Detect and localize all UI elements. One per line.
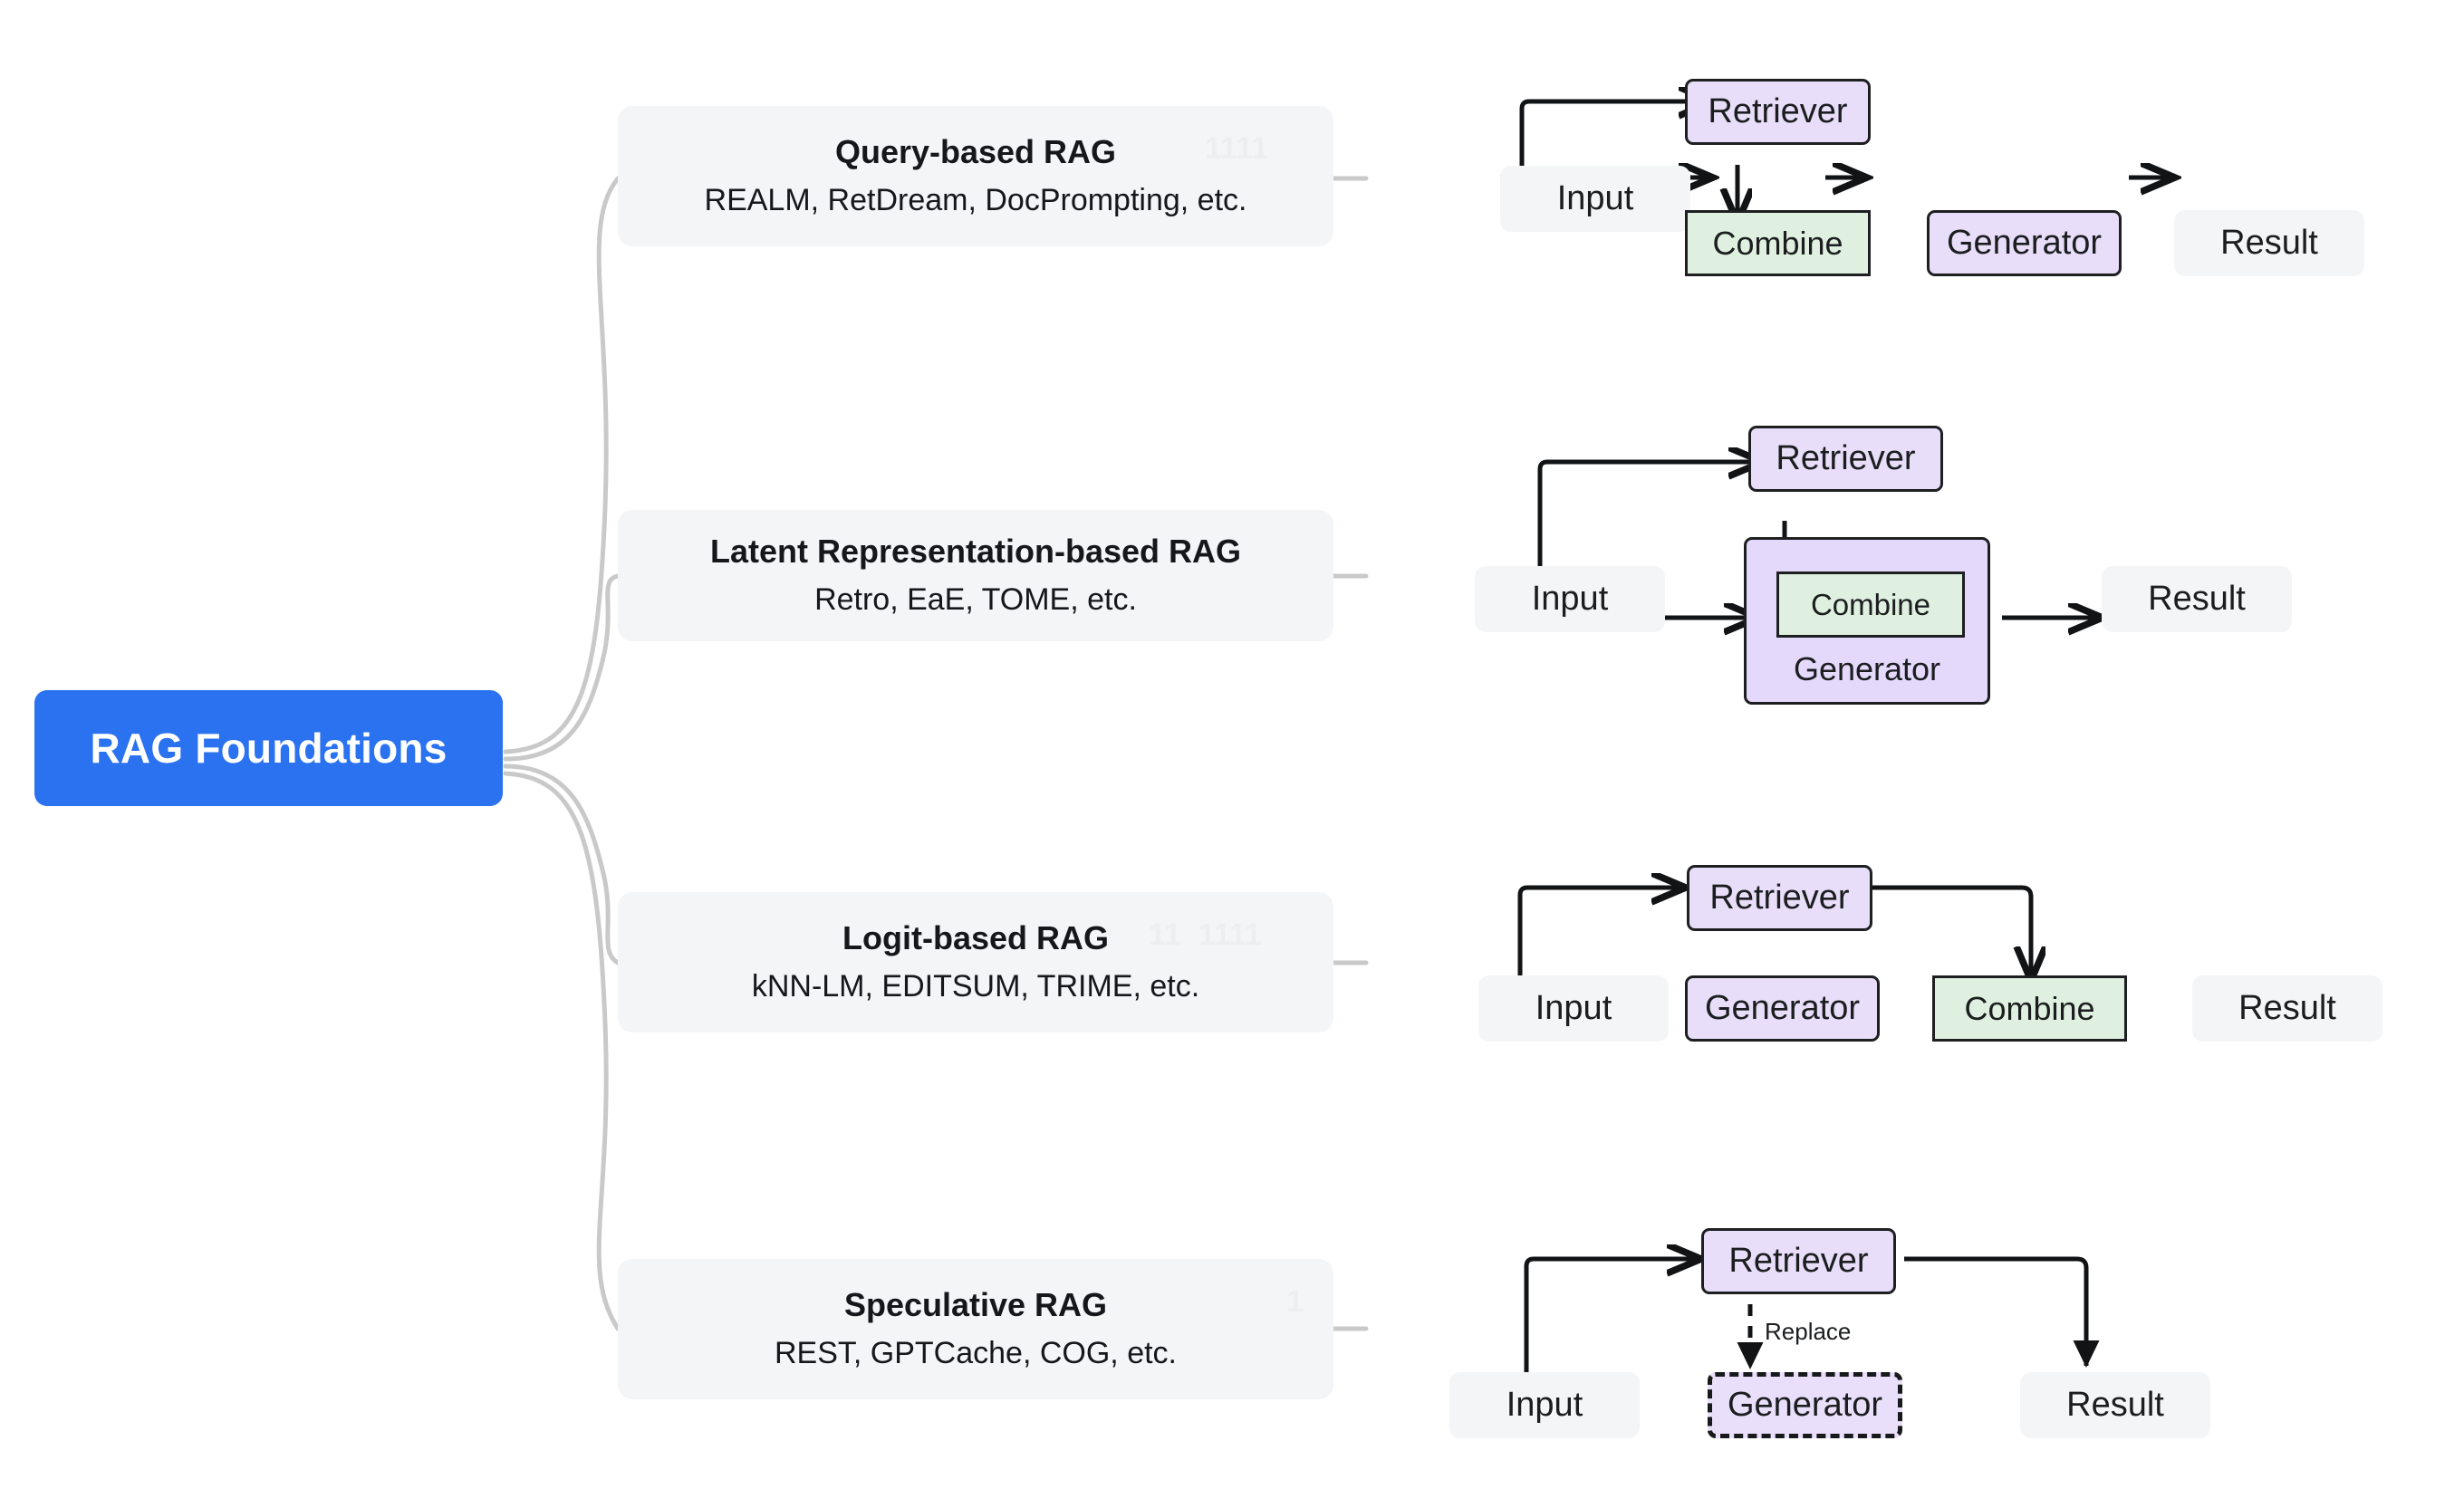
flow-node-generator[interactable]: Generator [1685,975,1880,1042]
flow-node-input[interactable]: Input [1449,1372,1640,1438]
branch-card-speculative-rag[interactable]: Speculative RAG REST, GPTCache, COG, etc… [618,1259,1333,1399]
flow-node-retriever[interactable]: Retriever [1687,865,1872,931]
flow-node-retriever[interactable]: Retriever [1701,1228,1896,1294]
flow-node-generator[interactable]: Generator [1708,1372,1902,1438]
branch-title: Query-based RAG [834,132,1117,170]
branch-subtitle: Retro, EaE, TOME, etc. [814,581,1137,617]
branch-card-query-based-rag[interactable]: Query-based RAG REALM, RetDream, DocProm… [618,106,1333,246]
flow-node-input[interactable]: Input [1478,975,1669,1042]
branch-title: Latent Representation-based RAG [709,532,1242,570]
flow-node-combine[interactable]: Combine [1776,572,1965,638]
flow-node-combine[interactable]: Combine [1685,210,1871,276]
branch-subtitle: REALM, RetDream, DocPrompting, etc. [704,182,1247,217]
branch-subtitle: REST, GPTCache, COG, etc. [774,1335,1177,1370]
root-node-label: RAG Foundations [90,725,448,772]
branch-title: Logit-based RAG [842,918,1109,956]
flow-node-generator-container[interactable]: Combine Generator [1744,537,1990,705]
flow-node-generator[interactable]: Generator [1927,210,2122,276]
flow-node-input[interactable]: Input [1500,166,1690,232]
branch-subtitle: kNN-LM, EDITSUM, TRIME, etc. [751,968,1200,1004]
flow-node-retriever[interactable]: Retriever [1685,79,1871,145]
branch-title: Speculative RAG [843,1285,1108,1323]
flow-node-result[interactable]: Result [2192,975,2382,1042]
branch-card-logit-based-rag[interactable]: Logit-based RAG kNN-LM, EDITSUM, TRIME, … [618,892,1333,1033]
root-node[interactable]: RAG Foundations [34,690,503,806]
flow-node-result[interactable]: Result [2020,1372,2210,1438]
flow-node-input[interactable]: Input [1475,566,1665,632]
flow-node-result[interactable]: Result [2102,566,2292,632]
flow-arrows-latent-representation-based-rag [1537,399,2464,734]
flow-node-combine[interactable]: Combine [1932,975,2127,1042]
flow-node-generator-label: Generator [1793,650,1941,687]
flow-node-retriever[interactable]: Retriever [1748,426,1943,492]
flow-node-result[interactable]: Result [2174,210,2364,276]
branch-card-latent-representation-based-rag[interactable]: Latent Representation-based RAG Retro, E… [618,510,1333,641]
edge-label-replace: Replace [1765,1318,1852,1345]
